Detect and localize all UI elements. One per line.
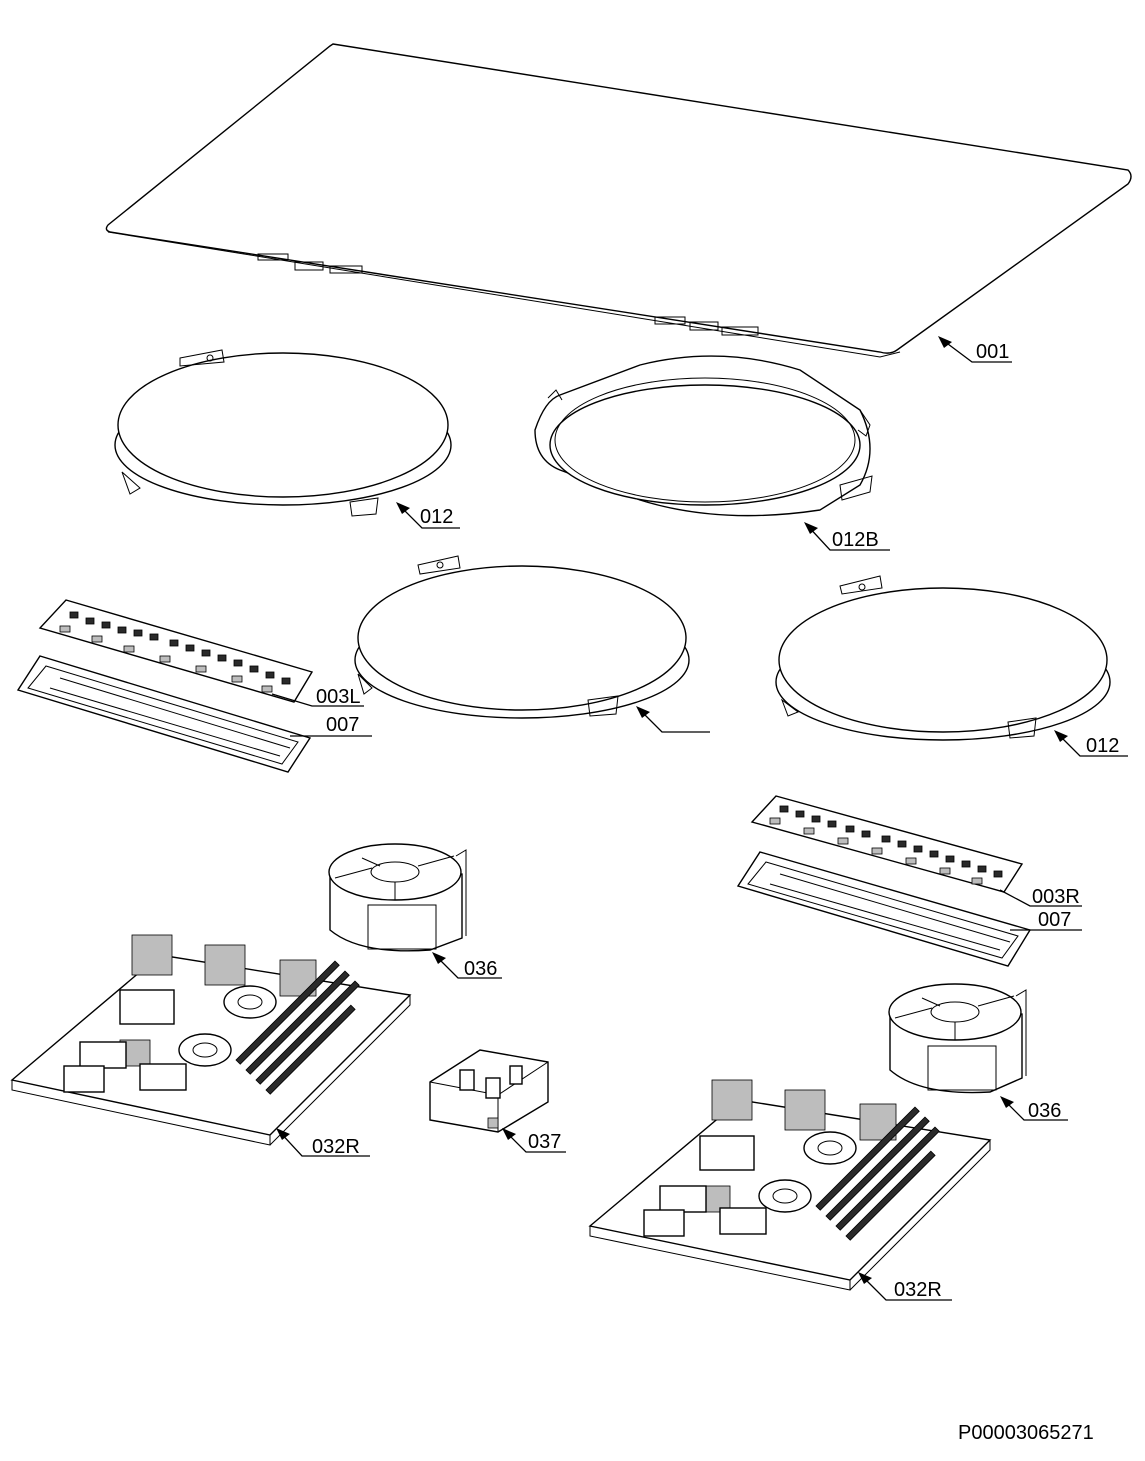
- callout-coil-rear-right: 012B: [804, 522, 890, 551]
- callout-coil-rear-left: 012: [396, 502, 460, 529]
- ui-frame-right-part: [736, 851, 1032, 967]
- fan-left-part: [328, 843, 467, 952]
- filter-board-part: [429, 1049, 549, 1133]
- callout-fan-right: 036: [1000, 1096, 1068, 1122]
- callout-power-board-left: 032R: [276, 1128, 370, 1158]
- callout-power-board-right: 032R: [858, 1272, 952, 1301]
- callout-filter-board: 037: [502, 1128, 566, 1153]
- coil-front-middle-part: [354, 555, 690, 719]
- power-board-right-part: [588, 1079, 992, 1291]
- callout-coil-front-right: 012: [1054, 730, 1128, 757]
- callout-ui-board-left: 003L: [271, 686, 364, 708]
- callout-label: 007: [326, 714, 359, 736]
- callout-label: 003R: [1032, 886, 1080, 908]
- callout-label: 012: [420, 506, 453, 528]
- callout-ui-frame-left: 007: [290, 714, 372, 737]
- callout-label: 001: [976, 341, 1009, 363]
- callout-ui-board-right: 003R: [999, 886, 1082, 908]
- callout-label: 032R: [894, 1279, 942, 1301]
- callout-label: 007: [1038, 909, 1071, 931]
- callout-label: 037: [528, 1131, 561, 1153]
- callout-fan-left: 036: [432, 952, 502, 980]
- callout-ui-frame-right: 007: [1010, 909, 1082, 931]
- fan-right-part: [888, 983, 1027, 1094]
- ui-frame-left-part: [16, 655, 312, 773]
- callout-coil-front-middle: [636, 706, 710, 733]
- callout-label: 032R: [312, 1136, 360, 1158]
- callout-label: 003L: [316, 686, 361, 708]
- ui-board-left-part: [38, 599, 314, 703]
- callout-label: 036: [1028, 1100, 1061, 1122]
- callout-label: 012B: [832, 529, 879, 551]
- coil-rear-right-part: [534, 355, 873, 517]
- document-code: P00003065271: [958, 1422, 1094, 1444]
- callout-label: 012: [1086, 735, 1119, 757]
- callout-label: 036: [464, 958, 497, 980]
- glass-top-part: [105, 43, 1132, 358]
- coil-front-right-part: [775, 575, 1111, 741]
- callout-glass-top: 001: [938, 336, 1012, 363]
- coil-rear-left-part: [114, 349, 452, 517]
- power-board-left-part: [10, 934, 412, 1146]
